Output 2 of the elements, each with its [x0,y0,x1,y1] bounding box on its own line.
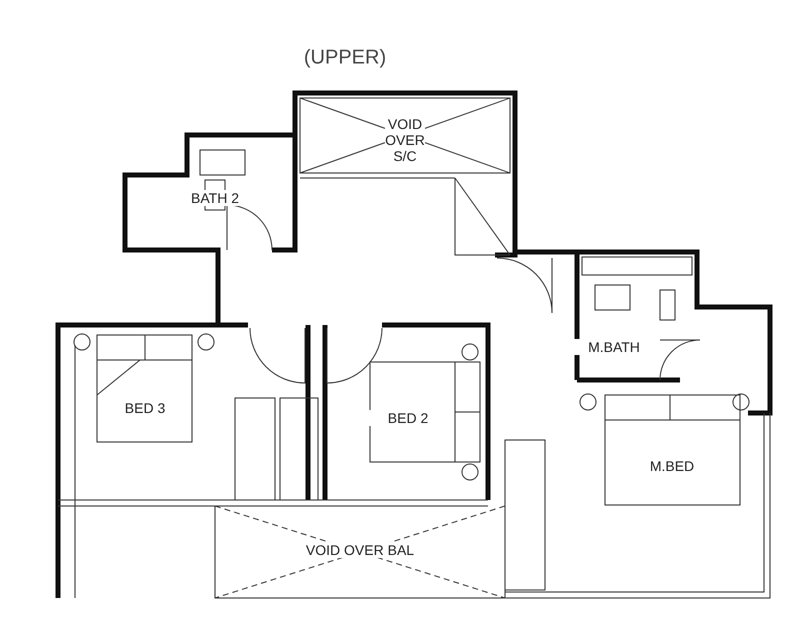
room-label: VOID OVER S/C [385,116,425,164]
plan-title: (UPPER) [304,46,386,70]
